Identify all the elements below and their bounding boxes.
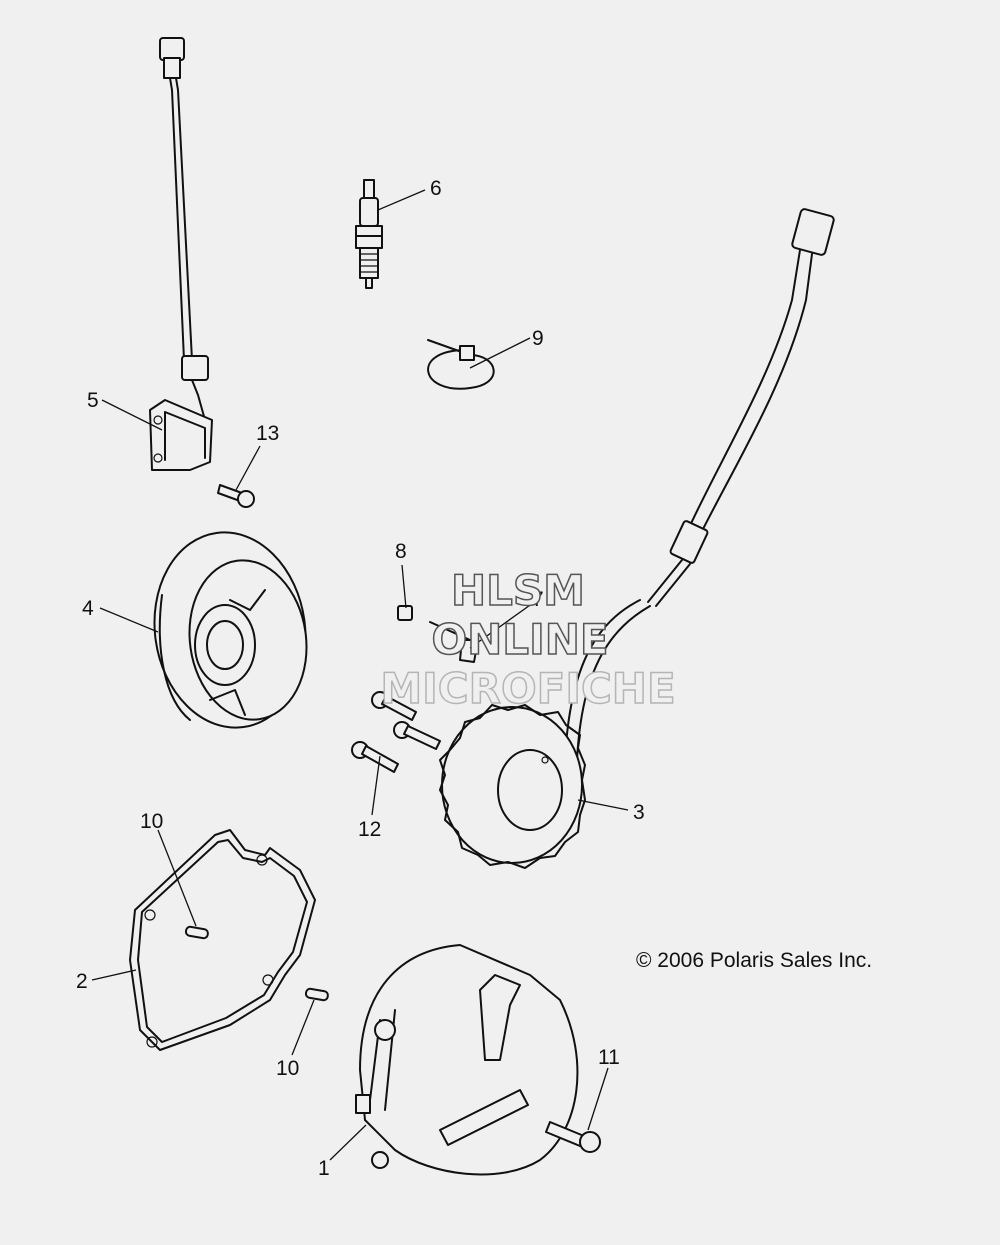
gasket-part	[129, 829, 316, 1051]
watermark-line2: ONLINE	[431, 615, 608, 664]
callout-1: 1	[318, 1157, 330, 1180]
cover-part	[355, 944, 579, 1176]
bolt-11-part	[545, 1121, 601, 1153]
callout-10a: 10	[140, 810, 163, 833]
callout-11: 11	[598, 1046, 620, 1069]
callout-7: 7	[532, 588, 544, 611]
screw-13-part	[217, 484, 255, 508]
callout-8: 8	[395, 540, 407, 563]
callout-5: 5	[87, 389, 99, 412]
callout-6: 6	[430, 177, 442, 200]
callout-10b: 10	[276, 1057, 299, 1080]
cable-tie-part	[427, 339, 495, 390]
pickup-sensor-part	[149, 37, 213, 471]
callout-3: 3	[633, 801, 645, 824]
callout-12: 12	[358, 818, 381, 841]
screw-8-part	[397, 605, 413, 621]
watermark-line1: HLSM	[451, 566, 585, 615]
callout-13: 13	[256, 422, 279, 445]
leader-lines	[91, 189, 629, 1161]
bolts-12-part	[351, 691, 441, 773]
watermark-line3: MICROFICHE	[380, 664, 675, 713]
callout-4: 4	[82, 597, 94, 620]
dowel-pin-10b-part	[304, 987, 329, 1002]
flywheel-part	[153, 531, 308, 729]
dowel-pin-10a-part	[184, 925, 209, 940]
spark-plug-part	[355, 179, 383, 289]
stator-part	[439, 208, 835, 869]
callout-9: 9	[532, 327, 544, 350]
copyright-text: © 2006 Polaris Sales Inc.	[636, 949, 872, 972]
callout-2: 2	[76, 970, 88, 993]
